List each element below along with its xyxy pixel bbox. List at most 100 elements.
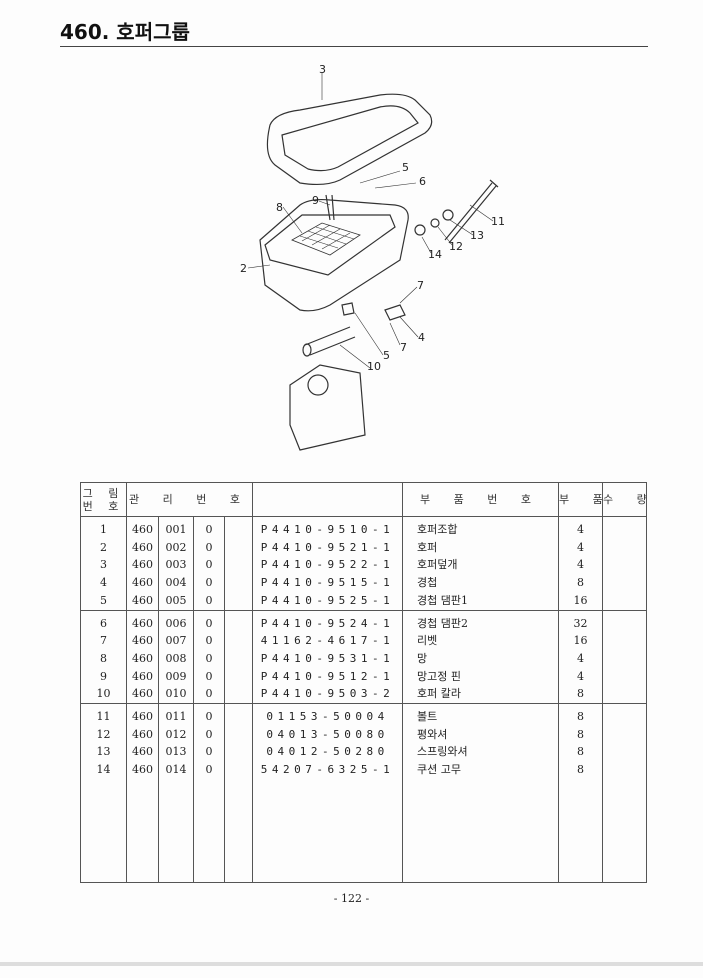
cell-no: 7 (80, 632, 127, 650)
cell-v: 0 (193, 632, 225, 650)
cell-no: 2 (80, 538, 127, 557)
cell-s: 001 (158, 516, 194, 539)
cell-part-no: 04013-50080 (252, 725, 404, 744)
callout-5b: 5 (383, 349, 390, 362)
cell-no: 9 (80, 667, 127, 686)
hopper-collar (304, 326, 356, 356)
cell-s: 014 (158, 761, 194, 779)
cell-no: 14 (80, 761, 127, 779)
cell-qty: 16 (558, 591, 604, 611)
cell-v: 0 (193, 725, 225, 744)
cell-v: 0 (193, 610, 225, 633)
cell-s: 010 (158, 685, 194, 705)
empty-cell (158, 778, 194, 883)
cell-name: 리벳 (402, 632, 560, 650)
cell-no: 4 (80, 574, 127, 592)
cell-part-no: P4410-9531-1 (252, 649, 404, 668)
cell-s: 006 (158, 610, 194, 633)
cell-g: 460 (126, 685, 159, 705)
page-number: - 122 - (333, 892, 370, 905)
cell-v: 0 (193, 743, 225, 762)
cell-qty: 4 (558, 649, 604, 668)
cell-s: 009 (158, 667, 194, 686)
cell-s: 011 (158, 703, 194, 726)
empty-cell (223, 778, 254, 883)
blank-cell (223, 610, 254, 633)
cell-name: 경첩 댐판1 (402, 591, 560, 611)
cell-no: 12 (80, 725, 127, 744)
cell-v: 0 (193, 703, 225, 726)
cell-no: 3 (80, 556, 127, 575)
hopper-exploded-diagram: 3 5 6 9 8 11 13 12 14 2 7 4 7 5 10 (240, 63, 505, 451)
cell-qty: 4 (558, 516, 604, 539)
remarks-cell (602, 761, 648, 779)
callout-13: 13 (470, 229, 484, 242)
blank-cell (223, 685, 254, 705)
mesh-screen (291, 222, 361, 256)
callout-7: 7 (417, 279, 424, 292)
blank-cell (223, 574, 254, 592)
cell-name: 평와셔 (402, 725, 560, 744)
cell-name: 경첩 (402, 574, 560, 592)
cell-part-no: P4410-9503-2 (252, 685, 404, 705)
remarks-cell (602, 667, 648, 686)
cell-g: 460 (126, 556, 159, 575)
blank-cell (223, 703, 254, 726)
cell-v: 0 (193, 649, 225, 668)
cell-s: 005 (158, 591, 194, 611)
bolt (444, 179, 499, 244)
engine-block (289, 364, 366, 451)
header-part-no: 부 품 번 호 (402, 482, 560, 517)
header-part-name: 부 품 명 칭 (558, 482, 604, 517)
cell-name: 스프링와셔 (402, 743, 560, 762)
callout-8: 8 (276, 201, 283, 214)
empty-cell (558, 778, 604, 883)
cell-s: 002 (158, 538, 194, 557)
remarks-cell (602, 703, 648, 726)
header-blank (252, 482, 404, 517)
callout-6: 6 (419, 175, 426, 188)
cell-qty: 8 (558, 761, 604, 779)
cell-name: 호퍼 (402, 538, 560, 557)
cell-g: 460 (126, 591, 159, 611)
empty-cell (402, 778, 560, 883)
cell-part-no: P4410-9512-1 (252, 667, 404, 686)
cell-qty: 16 (558, 632, 604, 650)
cell-part-no: 41162-4617-1 (252, 632, 404, 650)
cell-g: 460 (126, 649, 159, 668)
parts-table: 그 림 번 호 관 리 번 호 부 품 번 호 부 품 명 칭 수 량 비 고 … (80, 482, 648, 883)
empty-cell (80, 778, 127, 883)
cell-qty: 8 (558, 574, 604, 592)
cell-s: 003 (158, 556, 194, 575)
cell-qty: 4 (558, 667, 604, 686)
cell-g: 460 (126, 610, 159, 633)
cell-qty: 8 (558, 743, 604, 762)
callout-2: 2 (240, 262, 247, 275)
callout-7b: 7 (400, 341, 407, 354)
callout-10: 10 (367, 360, 381, 373)
blank-cell (223, 649, 254, 668)
cell-qty: 4 (558, 538, 604, 557)
cell-g: 460 (126, 632, 159, 650)
cell-g: 460 (126, 725, 159, 744)
empty-cell (252, 778, 404, 883)
cell-qty: 4 (558, 556, 604, 575)
header-fig-no: 그 림 번 호 (80, 482, 127, 517)
remarks-cell (602, 685, 648, 705)
title-divider (60, 46, 648, 47)
callout-11: 11 (491, 215, 505, 228)
cell-part-no: P4410-9524-1 (252, 610, 404, 633)
cell-no: 10 (80, 685, 127, 705)
callout-4: 4 (418, 331, 425, 344)
cell-name: 망 (402, 649, 560, 668)
